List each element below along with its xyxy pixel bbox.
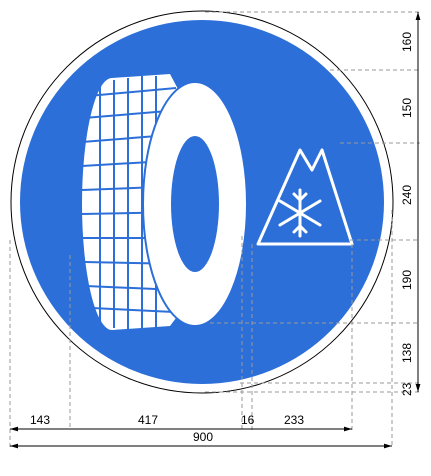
dim-label-23: 23: [400, 382, 414, 396]
dim-label-160: 160: [400, 32, 414, 52]
dim-label-900: 900: [193, 430, 213, 444]
extension-lines: [9, 11, 420, 448]
dim-label-150: 150: [400, 98, 414, 118]
tire-icon: [81, 74, 248, 330]
dim-label-143: 143: [30, 413, 50, 427]
horizontal-dimensions: [10, 426, 392, 449]
dim-label-240: 240: [400, 185, 414, 205]
dim-label-16: 16: [241, 413, 255, 427]
snowflake-icon: [278, 188, 322, 238]
dim-label-138: 138: [400, 343, 414, 363]
dim-label-233: 233: [284, 413, 304, 427]
dim-label-190: 190: [400, 270, 414, 290]
mountain-snowflake-icon: [256, 148, 354, 246]
dim-label-417: 417: [138, 413, 158, 427]
